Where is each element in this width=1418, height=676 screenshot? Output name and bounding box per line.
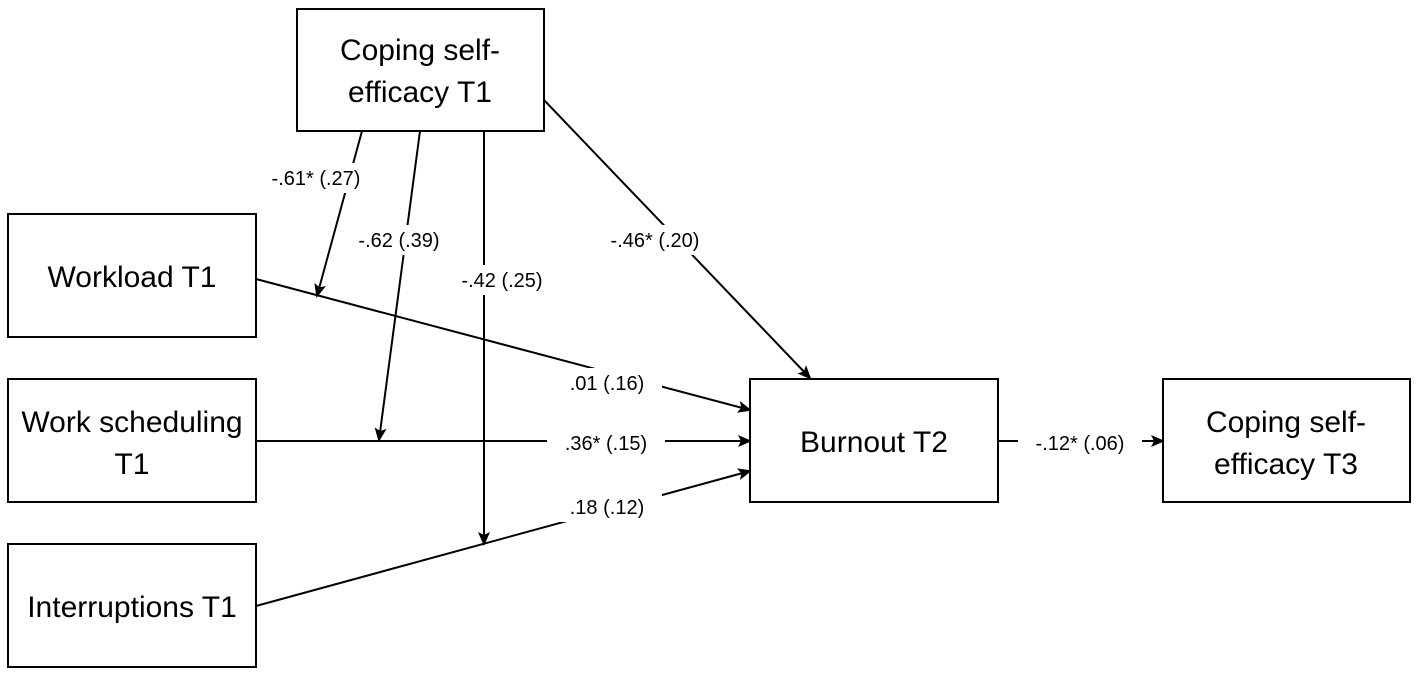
node-coping-t3-line2: efficacy T3 (1214, 448, 1358, 481)
node-workload-line1: Workload T1 (48, 261, 217, 294)
node-coping-t1-line1: Coping self- (340, 34, 500, 67)
label-moderation-interruptions: -.42 (.25) (461, 270, 542, 292)
node-interruptions-t1: Interruptions T1 (7, 543, 257, 668)
node-workload-t1: Workload T1 (7, 213, 257, 338)
node-coping-self-efficacy-t1: Coping self- efficacy T1 (296, 8, 545, 132)
node-work-scheduling-t1: Work scheduling T1 (7, 378, 257, 503)
label-scheduling-to-burnout: .36* (.15) (565, 433, 647, 455)
edge-moderation-workload (314, 130, 363, 298)
label-coping-to-burnout: -.46* (.20) (611, 230, 700, 252)
node-scheduling-line2: T1 (114, 448, 149, 481)
label-workload-to-burnout: .01 (.16) (570, 373, 644, 395)
edge-moderation-scheduling (374, 130, 421, 442)
node-coping-self-efficacy-t3: Coping self- efficacy T3 (1162, 378, 1411, 503)
node-burnout-line1: Burnout T2 (800, 426, 948, 459)
node-coping-t1-line2: efficacy T1 (348, 76, 492, 109)
node-scheduling-line1: Work scheduling (21, 406, 242, 439)
edge-interruptions-to-burnout (255, 468, 752, 607)
label-moderation-scheduling: -.62 (.39) (358, 230, 439, 252)
label-interruptions-to-burnout: .18 (.12) (570, 497, 644, 519)
edge-workload-to-burnout (255, 278, 752, 413)
node-coping-t3-line1: Coping self- (1206, 406, 1366, 439)
node-burnout-t2: Burnout T2 (749, 378, 999, 503)
label-moderation-workload: -.61* (.27) (272, 168, 361, 190)
node-interruptions-line1: Interruptions T1 (27, 591, 237, 624)
label-burnout-to-coping-t3: -.12* (.06) (1036, 433, 1125, 455)
